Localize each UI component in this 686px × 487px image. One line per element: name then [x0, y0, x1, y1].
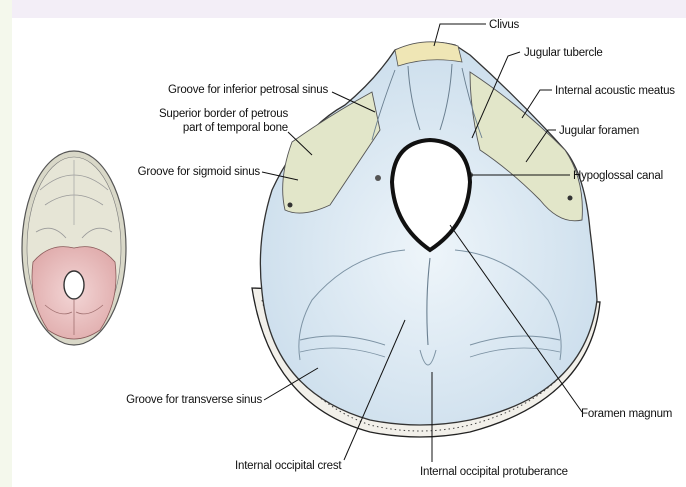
thumbnail-foramen-magnum	[64, 271, 84, 299]
label-clivus: Clivus	[489, 19, 520, 31]
top-band	[0, 0, 686, 18]
label-internal-occipital-protuberance: Internal occipital protuberance	[420, 466, 568, 478]
label-superior-border-line1: Superior border of petrous	[159, 108, 288, 120]
label-jugular-foramen: Jugular foramen	[559, 125, 639, 137]
label-internal-occipital-crest: Internal occipital crest	[235, 460, 342, 472]
occipital-bone	[252, 42, 600, 437]
label-groove-transverse-sinus: Groove for transverse sinus	[126, 394, 262, 406]
label-groove-sigmoid-sinus: Groove for sigmoid sinus	[138, 166, 261, 178]
label-internal-acoustic-meatus: Internal acoustic meatus	[555, 85, 675, 97]
left-band	[0, 0, 12, 487]
label-foramen-magnum: Foramen magnum	[581, 408, 672, 420]
label-superior-border-line2: part of temporal bone	[183, 122, 288, 134]
skull-base-thumbnail	[22, 151, 126, 345]
label-groove-inferior-petrosal-sinus: Groove for inferior petrosal sinus	[168, 84, 328, 96]
label-hypoglossal-canal: Hypoglossal canal	[573, 170, 663, 182]
label-jugular-tubercle: Jugular tubercle	[524, 47, 603, 59]
